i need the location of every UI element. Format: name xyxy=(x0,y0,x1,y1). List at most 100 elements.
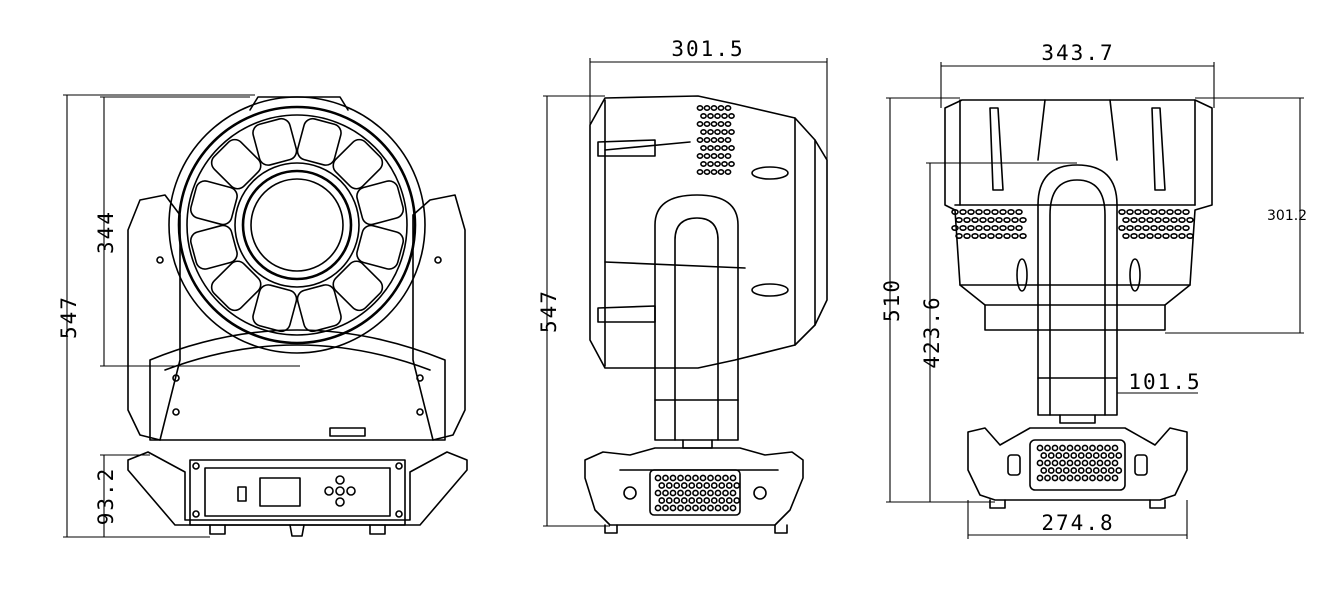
vent-hole xyxy=(1059,444,1066,452)
vent-hole xyxy=(1122,217,1130,224)
vent-hole xyxy=(728,113,735,120)
vent-hole xyxy=(1111,444,1119,452)
vent-hole xyxy=(725,497,733,504)
vent-hole xyxy=(1081,444,1089,452)
vent-hole xyxy=(1111,474,1119,482)
vent-hole xyxy=(700,161,707,168)
dim-back-overall-height: 510 xyxy=(880,278,904,322)
vent-hole xyxy=(1118,209,1126,216)
vent-hole xyxy=(999,209,1007,216)
vent-hole xyxy=(680,497,688,504)
front-yoke-bottom xyxy=(149,329,446,441)
vent-hole xyxy=(951,225,959,232)
vent-hole xyxy=(1158,209,1166,216)
vent-hole xyxy=(700,145,707,152)
front-yoke-left-arm xyxy=(127,194,181,441)
vent-hole xyxy=(1036,474,1044,482)
vent-hole xyxy=(703,137,711,144)
vent-hole xyxy=(1107,452,1115,459)
vent-hole xyxy=(710,482,718,489)
vent-hole xyxy=(1115,452,1123,459)
dim-back-base-width: 274.8 xyxy=(1041,511,1114,535)
front-base xyxy=(127,451,468,526)
vent-hole xyxy=(692,504,699,512)
dim-back-width: 343.7 xyxy=(1041,41,1114,65)
vent-hole xyxy=(1186,233,1194,240)
vent-hole xyxy=(700,129,707,136)
dim-side-width: 301.5 xyxy=(671,37,744,61)
vent-hole xyxy=(991,225,999,232)
led-petal xyxy=(210,260,262,312)
vent-hole xyxy=(1040,467,1048,474)
vent-hole xyxy=(975,225,983,232)
vent-hole xyxy=(1055,467,1063,474)
vent-hole xyxy=(1062,452,1070,459)
vent-hole xyxy=(1142,209,1150,216)
vent-hole xyxy=(1077,452,1085,459)
vent-hole xyxy=(692,489,699,497)
vent-hole xyxy=(677,504,684,512)
back-head-body xyxy=(944,99,1213,331)
vent-hole xyxy=(692,474,699,482)
led-petal xyxy=(332,260,384,312)
vent-hole xyxy=(1019,233,1027,240)
vent-hole xyxy=(959,225,967,232)
side-yoke-arm xyxy=(654,194,739,441)
vent-hole xyxy=(1138,217,1146,224)
dim-front-overall-height: 547 xyxy=(57,295,81,339)
vent-hole xyxy=(1007,209,1015,216)
vent-hole xyxy=(967,225,975,232)
vent-hole xyxy=(714,113,721,120)
vent-hole xyxy=(729,474,737,482)
vent-hole xyxy=(971,217,979,224)
vent-hole xyxy=(1015,225,1023,232)
back-base xyxy=(967,427,1188,501)
vent-hole xyxy=(710,497,718,504)
vent-hole xyxy=(1104,459,1111,467)
led-petal xyxy=(210,138,262,190)
vent-hole xyxy=(728,145,735,152)
vent-hole xyxy=(722,489,729,497)
vent-hole xyxy=(654,474,662,482)
vent-hole xyxy=(1047,467,1055,474)
vent-hole xyxy=(724,121,732,128)
led-petal xyxy=(296,284,342,333)
vent-hole xyxy=(724,105,732,112)
vent-hole xyxy=(688,482,696,489)
vent-hole xyxy=(699,474,707,482)
vent-hole xyxy=(1134,209,1142,216)
vent-hole xyxy=(1074,459,1081,467)
vent-hole xyxy=(700,113,707,120)
vent-hole xyxy=(1062,467,1070,474)
vent-hole xyxy=(654,489,662,497)
vent-hole xyxy=(717,121,725,128)
vent-hole xyxy=(695,482,703,489)
vent-hole xyxy=(1003,233,1011,240)
vent-hole xyxy=(1115,467,1123,474)
vent-hole xyxy=(729,504,737,512)
vent-hole xyxy=(1100,467,1108,474)
led-petal xyxy=(189,224,238,270)
vent-hole xyxy=(718,482,726,489)
vent-hole xyxy=(684,489,692,497)
vent-hole xyxy=(1130,217,1138,224)
led-petal xyxy=(356,180,405,226)
vent-hole xyxy=(707,113,714,120)
led-petal xyxy=(189,180,238,226)
led-petal xyxy=(252,117,298,166)
vent-hole xyxy=(1070,467,1078,474)
vent-hole xyxy=(1166,225,1174,232)
vent-hole xyxy=(1047,452,1055,459)
dim-back-yoke-height: 423.6 xyxy=(920,295,944,368)
vent-hole xyxy=(707,145,714,152)
vent-hole xyxy=(1178,217,1186,224)
vent-hole xyxy=(714,474,722,482)
side-base-vents xyxy=(654,474,741,512)
vent-hole xyxy=(717,169,725,176)
vent-hole xyxy=(951,209,959,216)
vent-hole xyxy=(1003,217,1011,224)
vent-hole xyxy=(1122,233,1130,240)
vent-hole xyxy=(967,209,975,216)
vent-hole xyxy=(699,504,707,512)
